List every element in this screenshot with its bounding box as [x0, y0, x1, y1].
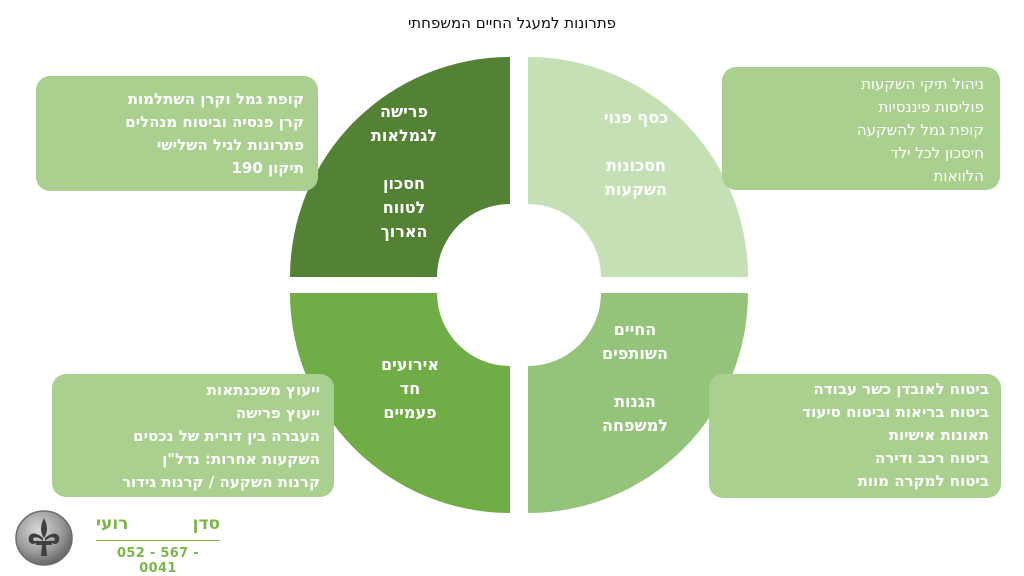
logo-first-name: רועי — [96, 514, 129, 534]
logo-divider — [96, 540, 220, 541]
list-item: ביטוח לאובדן כשר עבודה — [813, 380, 989, 398]
fleur-de-lis-coin-icon — [15, 510, 73, 566]
quadrant-top-right-label: כסף פנוי חסכונות השקעות — [603, 108, 669, 199]
logo-last-name: סדן — [192, 514, 220, 534]
investment-services-box: ניהול תיקי השקעות פוליסות פיננסיות קופת … — [722, 67, 1000, 190]
quadrant-bottom-right — [528, 293, 748, 513]
list-item: פתרונות לגיל השלישי — [156, 136, 304, 154]
list-item: ייעוץ פרישה — [235, 404, 320, 422]
logo-name: רועי סדן — [96, 514, 220, 534]
one-time-events-box: ייעוץ משכנתאות ייעוץ פרישה העברה בין דור… — [52, 374, 334, 497]
list-item: ניהול תיקי השקעות — [861, 75, 984, 93]
quadrant-bottom-right-label: החיים השותפים הגנות למשפחה — [602, 320, 668, 435]
list-item: קרנות השקעה / קרנות גידור — [121, 473, 320, 491]
list-item: תיקון 190 — [231, 159, 304, 177]
list-item: קרן פנסיה וביטוח מנהלים — [125, 113, 304, 131]
list-item: ביטוח למקרה מוות — [857, 472, 989, 490]
list-item: השקעות אחרות: נדל"ן — [162, 450, 320, 468]
list-item: קופת גמל להשקעה — [856, 121, 984, 139]
list-item: תאונות אישיות — [888, 426, 989, 444]
retirement-services-box: קופת גמל וקרן השתלמות קרן פנסיה וביטוח מ… — [36, 76, 318, 191]
quadrant-top-left — [290, 57, 510, 277]
list-item: ביטוח בריאות וביטוח סיעוד — [802, 403, 989, 421]
diagram-title: פתרונות למעגל החיים המשפחתי — [407, 14, 617, 32]
list-item: פוליסות פיננסיות — [878, 98, 984, 116]
logo-phone: 052 - 567 - 0041 — [117, 546, 199, 576]
list-item: ייעוץ משכנתאות — [206, 381, 320, 399]
quadrant-bottom-left — [290, 293, 510, 513]
quadrant-top-left-label: פרישה לגמלאות חסכון לטווח הארוך — [370, 102, 438, 241]
list-item: חיסכון לכל ילד — [890, 144, 984, 162]
quadrant-top-right — [528, 57, 748, 277]
list-item: קופת גמל וקרן השתלמות — [127, 90, 304, 108]
family-protection-box: ביטוח לאובדן כשר עבודה ביטוח בריאות וביט… — [709, 374, 1001, 498]
list-item: הלוואות — [933, 167, 984, 185]
quadrant-bottom-left-label: אירועים חד פעמיים — [381, 355, 439, 422]
list-item: העברה בין דורית של נכסים — [133, 427, 320, 445]
list-item: ביטוח רכב ודירה — [874, 449, 989, 467]
